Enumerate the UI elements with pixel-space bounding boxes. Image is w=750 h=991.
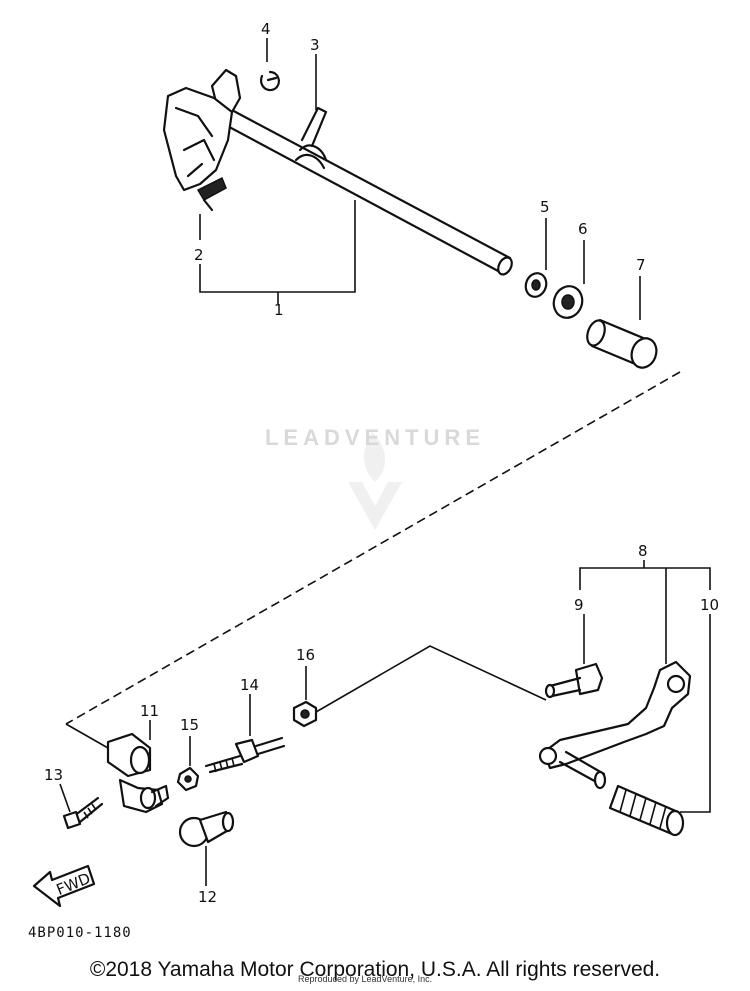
reproduced-by-note: Reproduced by LeadVenture, Inc. <box>298 974 433 984</box>
part-label-5: 5 <box>540 198 550 216</box>
part-label-7: 7 <box>636 256 646 274</box>
part-label-6: 6 <box>578 220 588 238</box>
part-label-9: 9 <box>574 596 584 614</box>
part-label-14: 14 <box>240 676 259 694</box>
collar-part <box>586 318 658 369</box>
part-label-8: 8 <box>638 542 648 560</box>
leader-lines <box>59 38 711 886</box>
shift-shaft-assembly <box>162 68 513 276</box>
washer-part <box>524 272 548 298</box>
joint-part <box>178 810 235 848</box>
shift-pedal-part <box>538 660 692 837</box>
fwd-arrow-icon: FWD <box>32 864 96 908</box>
circlip-part <box>260 70 280 92</box>
drawing-code: 4BP010-1180 <box>28 925 132 941</box>
fwd-label: FWD <box>54 869 93 899</box>
oil-seal-part <box>552 285 584 319</box>
watermark-text: LEADVENTURE <box>264 425 485 450</box>
part-label-12: 12 <box>198 888 217 906</box>
nut-15-part <box>176 766 200 792</box>
part-label-4: 4 <box>261 20 271 38</box>
watermark: LEADVENTURE <box>245 425 505 451</box>
pivot-bolt-part <box>544 662 604 699</box>
shift-rod-part <box>204 736 286 774</box>
nut-16-part <box>292 700 318 728</box>
part-label-1: 1 <box>274 301 284 319</box>
shift-arm-part <box>106 732 170 814</box>
part-label-3: 3 <box>310 36 320 54</box>
part-label-2: 2 <box>194 246 204 264</box>
part-label-11: 11 <box>140 702 159 720</box>
part-label-15: 15 <box>180 716 199 734</box>
leadventure-logo-icon <box>348 432 402 530</box>
part-label-10: 10 <box>700 596 719 614</box>
part-label-13: 13 <box>44 766 63 784</box>
copyright-notice: ©2018 Yamaha Motor Corporation, U.S.A. A… <box>89 958 661 981</box>
bolt-13-part <box>62 796 104 830</box>
part-label-16: 16 <box>296 646 315 664</box>
